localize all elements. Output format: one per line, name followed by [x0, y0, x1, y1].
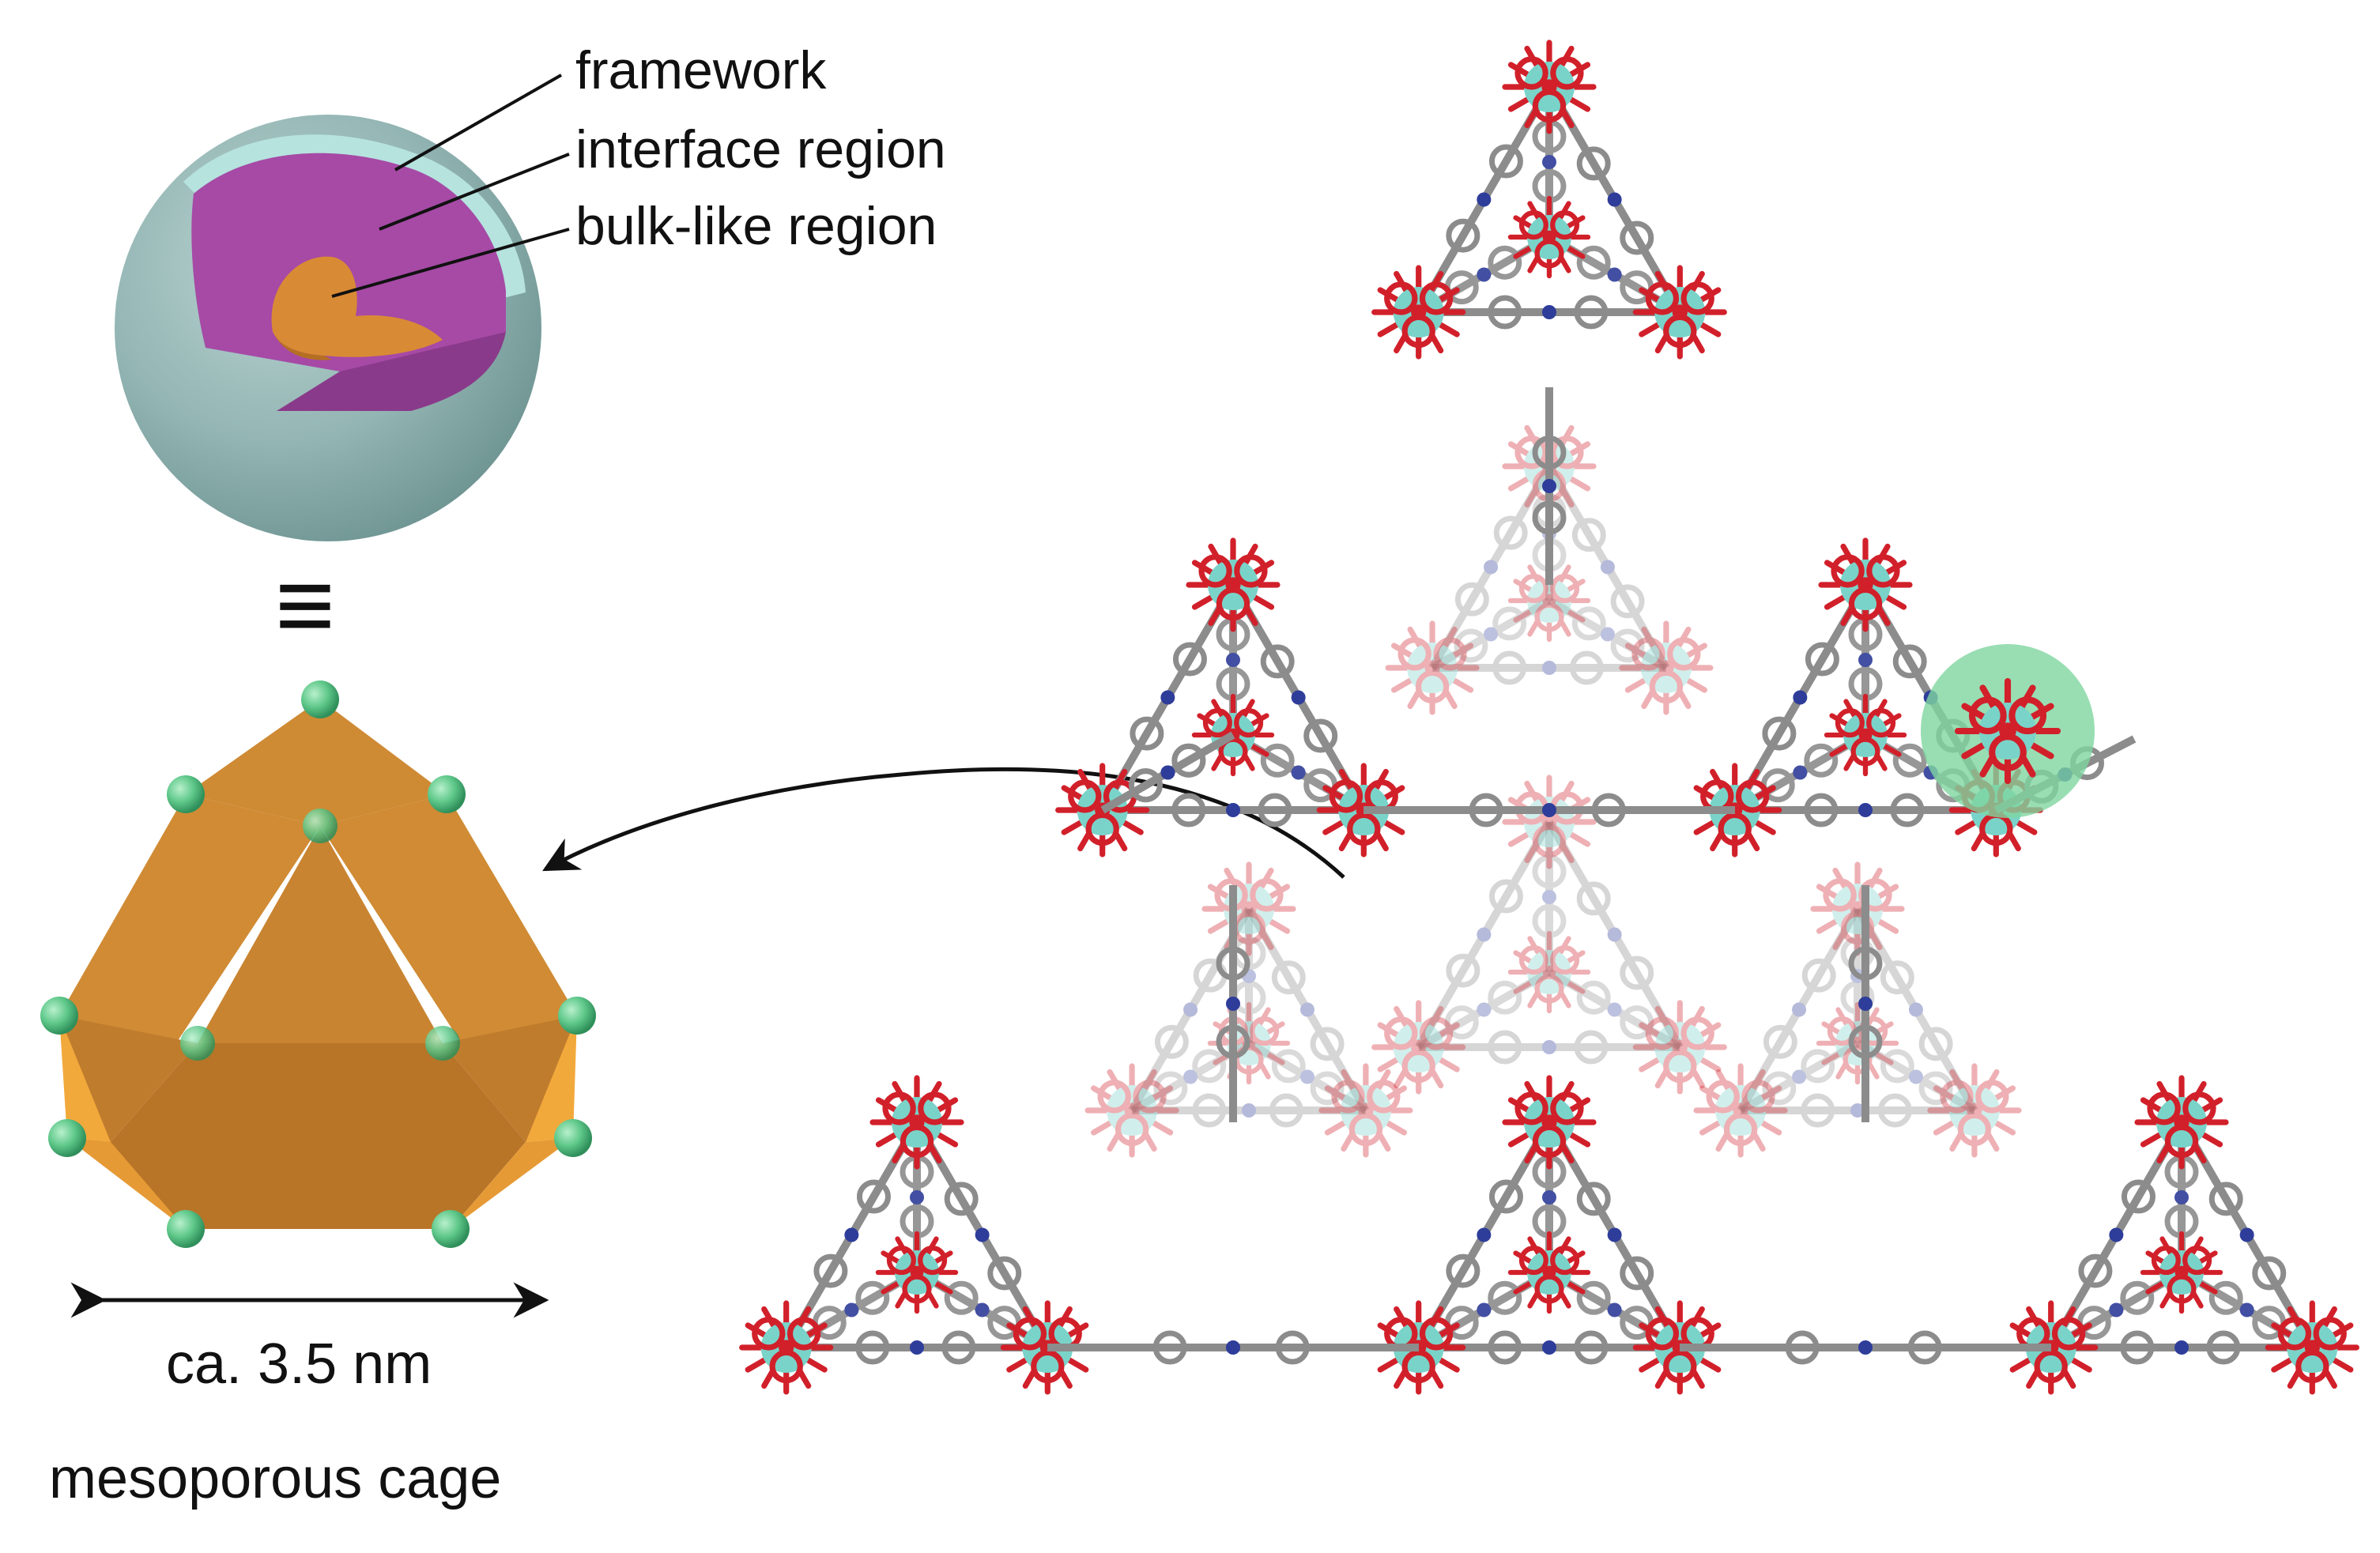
cage-vertex — [48, 1119, 86, 1157]
mof-framework — [739, 40, 2359, 1395]
cage-vertex — [167, 775, 205, 813]
metal-cluster — [1316, 763, 1411, 858]
linker — [1416, 968, 1552, 1051]
interface-region-shade — [277, 332, 506, 411]
layer-sphere — [115, 74, 570, 541]
metal-cluster — [1818, 537, 1913, 632]
cage-face-bottom-left — [67, 1138, 186, 1229]
linker — [1855, 1039, 1977, 1114]
metal-cluster — [1810, 861, 1905, 956]
metal-cluster — [1502, 775, 1597, 869]
linker — [1047, 1330, 1419, 1365]
cage-vertex — [180, 1026, 215, 1061]
metal-cluster — [1385, 620, 1480, 715]
linker — [1245, 907, 1370, 1113]
linker — [1428, 464, 1553, 670]
cage-face-top-front — [186, 699, 447, 826]
equivalence-symbol: ≡ — [275, 547, 335, 662]
cage-face-left-lower — [59, 1016, 198, 1142]
metal-cluster — [1632, 265, 1727, 360]
metal-cluster — [1502, 40, 1597, 134]
leader-bulk — [331, 228, 570, 298]
linker — [1415, 820, 1553, 1050]
linker — [1680, 1330, 2051, 1365]
metal-cluster — [2134, 1075, 2229, 1170]
metal-cluster — [1693, 1063, 1788, 1158]
linker — [1545, 464, 1670, 670]
metal-cluster-center — [2140, 1231, 2223, 1314]
bulk-region — [271, 256, 443, 357]
metal-cluster-center — [1507, 930, 1591, 1014]
linker — [1532, 822, 1567, 972]
label-framework: framework — [575, 40, 827, 100]
pointer-arrow — [542, 767, 1345, 879]
linker — [1100, 731, 1235, 814]
linker — [1854, 907, 1978, 1113]
linker — [1848, 885, 1883, 1122]
linker — [1247, 1039, 1368, 1114]
metal-cluster — [1186, 537, 1281, 632]
leader-interface — [379, 153, 570, 231]
metal-cluster — [1201, 861, 1296, 956]
linker — [1547, 968, 1682, 1051]
metal-cluster — [1927, 1063, 2022, 1158]
cage-vertex — [554, 1119, 592, 1157]
linker — [1418, 1030, 1680, 1065]
bulk-region-shade — [273, 332, 332, 360]
metal-cluster — [1084, 1063, 1179, 1158]
metal-cluster-center — [1824, 693, 1907, 777]
linker — [1430, 597, 1552, 672]
linker — [1547, 597, 1669, 672]
cage-vertex — [301, 680, 339, 718]
metal-cluster — [869, 1075, 964, 1170]
metal-cluster-center — [875, 1231, 959, 1314]
linker — [1132, 1093, 1366, 1128]
linker — [1738, 1039, 1860, 1114]
metal-cluster — [1318, 1063, 1413, 1158]
cage-polyhedron — [40, 680, 596, 1248]
linker — [1216, 885, 1250, 1122]
cage-vertex — [558, 997, 596, 1035]
metal-cluster — [1371, 265, 1466, 360]
cage-face-right-lower — [443, 1016, 577, 1142]
cage-face-bottom-right — [451, 1138, 573, 1229]
label-bulk-like-region: bulk-like region — [575, 196, 937, 256]
linker — [1741, 1093, 1975, 1128]
linker — [1532, 387, 1567, 585]
metal-cluster — [2265, 1300, 2359, 1395]
label-dimension: ca. 3.5 nm — [166, 1332, 432, 1396]
metal-cluster — [1632, 1000, 1727, 1095]
cage-face-bottom — [67, 1043, 526, 1229]
metal-cluster-center — [1507, 1231, 1591, 1314]
leader-framework — [394, 74, 562, 172]
cage-vertex — [425, 1026, 460, 1061]
cage-vertex — [40, 997, 78, 1035]
metal-cluster-center — [1507, 559, 1591, 643]
cage-face-front-upper — [198, 826, 443, 1043]
linker — [1737, 907, 1861, 1113]
linker — [1432, 650, 1666, 685]
cage-vertices — [40, 680, 596, 1248]
metal-cluster — [1371, 1000, 1466, 1095]
cage-vertex — [167, 1210, 205, 1248]
highlighted-cluster — [1954, 677, 2061, 785]
label-interface-region: interface region — [575, 119, 946, 179]
cage-vertex — [432, 1210, 470, 1248]
interface-region — [191, 153, 506, 371]
cage-vertex — [303, 809, 338, 843]
linker — [1545, 820, 1684, 1050]
metal-cluster-center — [1507, 195, 1591, 279]
cage-vertex — [428, 775, 466, 813]
metal-cluster — [1502, 1075, 1597, 1170]
label-mesoporous-cage: mesoporous cage — [49, 1447, 502, 1510]
metal-cluster — [1619, 620, 1714, 715]
linker — [1364, 793, 1735, 827]
metal-cluster — [739, 1300, 834, 1395]
